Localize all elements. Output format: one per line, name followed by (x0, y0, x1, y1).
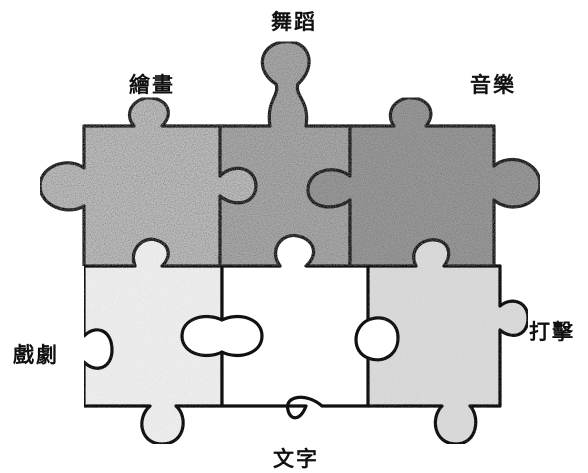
puzzle-piece-painting (38, 96, 258, 268)
label-painting: 繪畫 (129, 73, 175, 97)
label-text: 文字 (273, 447, 319, 471)
puzzle-piece-drama (82, 237, 224, 446)
label-music: 音樂 (470, 73, 516, 97)
puzzle-piece-dance (218, 40, 352, 268)
label-drama: 戲劇 (13, 343, 59, 367)
puzzle-piece-percussion (366, 238, 530, 446)
label-percussion: 打擊 (529, 320, 575, 344)
label-dance: 舞蹈 (271, 10, 317, 34)
puzzle-piece-music (306, 96, 542, 268)
